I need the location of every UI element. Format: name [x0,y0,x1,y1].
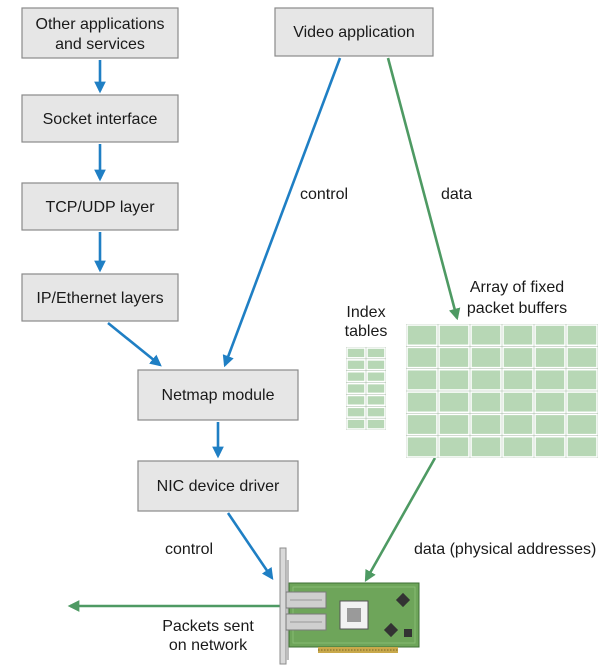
nic-card-image [279,547,420,665]
packet-buffer-cell [566,324,598,347]
packet-buffer-cell [534,435,566,458]
index-table-cell [346,394,366,407]
packet-buffers-grid [406,324,598,458]
arrow-video-to-buffers [386,57,461,321]
arrow-nic-driver-to-card [226,512,274,580]
packet-buffer-cell [502,435,534,458]
packet-buffer-cell [502,324,534,347]
netmap-module-box: Netmap module [137,369,299,421]
nic-chip [339,600,369,630]
packet-buffer-cell [566,346,598,369]
packet-buffer-cell [470,346,502,369]
video-application-box: Video application [274,7,434,57]
packet-buffer-cell [534,346,566,369]
nic-device-driver-box: NIC device driver [137,460,299,512]
socket-interface-label: Socket interface [43,111,158,128]
tcp-udp-box: TCP/UDP layer [21,182,179,231]
index-table-cell [346,406,366,418]
packet-buffer-cell [534,368,566,391]
packet-buffer-cell [566,391,598,414]
packet-buffer-cell [438,435,470,458]
index-table-cell [346,347,366,359]
packet-buffer-cell [502,413,534,436]
index-table-cell [366,347,386,359]
nic-chip-small-1 [395,592,411,608]
packet-buffer-cell [406,435,438,458]
other-applications-label-2: and services [55,36,145,53]
packet-buffer-cell [470,413,502,436]
nic-device-driver-label: NIC device driver [157,478,280,495]
packets-sent-label: Packets sent [162,618,254,635]
nic-chip-die [347,608,361,622]
index-table-cell [366,406,386,418]
data-label-top: data [441,186,472,203]
other-applications-box: Other applications and services [21,7,179,59]
index-tables-grid [346,347,386,430]
packet-buffer-cell [566,368,598,391]
index-table-cell [366,394,386,407]
socket-interface-box: Socket interface [21,94,179,143]
packet-buffer-cell [502,391,534,414]
array-buffers-label-2: packet buffers [467,300,567,317]
nic-bracket-shadow [286,560,289,660]
packet-buffer-cell [438,368,470,391]
index-table-cell [346,370,366,383]
video-application-label: Video application [293,24,415,41]
packet-buffer-cell [406,413,438,436]
nic-chip-small-3 [404,629,412,637]
packets-sent-label-2: on network [169,637,248,654]
index-table-cell [366,359,386,371]
index-tables-label-2: tables [345,323,388,340]
control-label-bottom: control [165,541,213,558]
packet-buffer-cell [406,346,438,369]
packet-buffer-cell [438,413,470,436]
arrow-video-to-netmap [222,57,342,368]
packet-buffer-cell [502,346,534,369]
tcp-udp-label: TCP/UDP layer [45,199,155,216]
ip-ethernet-label: IP/Ethernet layers [36,290,163,307]
nic-edge-connector [318,647,398,653]
packet-buffer-cell [406,391,438,414]
index-table-cell [346,359,366,371]
packet-buffer-cell [470,324,502,347]
packet-buffer-cell [534,324,566,347]
packet-buffer-cell [438,346,470,369]
index-table-cell [366,382,386,395]
packet-buffer-cell [438,391,470,414]
control-label-top: control [300,186,348,203]
packet-buffer-cell [470,391,502,414]
data-physical-addresses-label: data (physical addresses) [414,541,596,558]
index-table-cell [346,418,366,430]
index-table-cell [346,382,366,395]
packet-buffer-cell [502,368,534,391]
netmap-module-label: Netmap module [162,387,275,404]
index-tables-label: Index [346,304,385,321]
packet-buffer-cell [438,324,470,347]
packet-buffer-cell [534,413,566,436]
index-table-cell [366,370,386,383]
arrow-ip-to-netmap [107,321,162,367]
packet-buffer-cell [534,391,566,414]
other-applications-label: Other applications [36,16,165,33]
nic-chip-small-2 [383,622,399,638]
index-table-cell [366,418,386,430]
ip-ethernet-box: IP/Ethernet layers [21,273,179,322]
arrow-buffers-to-card [364,457,437,583]
packet-buffer-cell [566,413,598,436]
nic-bracket [279,547,287,665]
packet-buffer-cell [566,435,598,458]
packet-buffer-cell [470,368,502,391]
packet-buffer-cell [470,435,502,458]
array-buffers-label: Array of fixed [470,279,564,296]
packet-buffer-cell [406,368,438,391]
packet-buffer-cell [406,324,438,347]
